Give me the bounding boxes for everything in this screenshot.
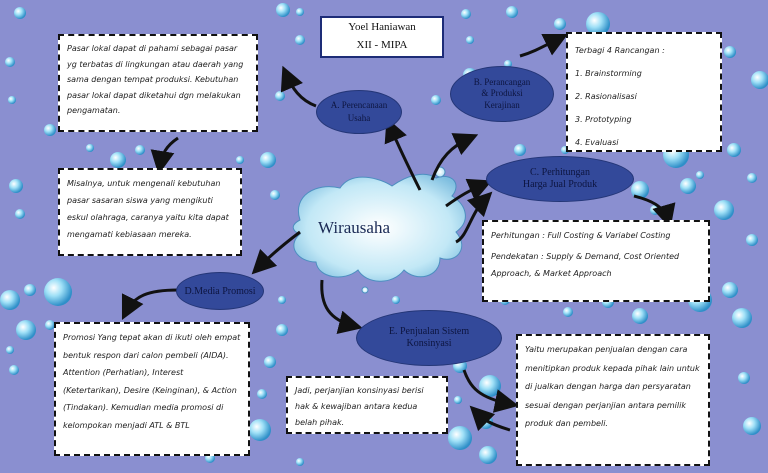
perhitungan-line1: Perhitungan : Full Costing & Variabel Co… [491,231,671,240]
node-e-line1: E. Penjualan Sistem [388,325,470,337]
node-e-line2: Konsinyasi [406,338,452,349]
box-perhitungan: Perhitungan : Full Costing & Variabel Co… [482,220,710,302]
box-misalnya: Misalnya, untuk mengenali kebutuhan pasa… [58,168,242,256]
rancangan-item-3: 3. Prototyping [575,115,632,124]
node-b-line1: B. Perancangan [473,77,531,88]
rancangan-title: Terbagi 4 Rancangan : [575,46,665,55]
box-jadi-text: Jadi, perjanjian konsinyasi berisi hak &… [295,386,424,427]
author-name: Yoel Haniawan [348,21,416,33]
box-promosi-text: Promosi Yang tepat akan di ikuti oleh em… [63,333,241,430]
rancangan-item-4: 4. Evaluasi [575,138,619,147]
node-d-line1: D.Media Promosi [184,285,256,297]
rancangan-item-1: 1. Brainstorming [575,69,642,78]
node-c-line2: Harga Jual Produk [522,179,598,190]
node-media-promosi: D.Media Promosi [176,272,264,310]
box-jadi: Jadi, perjanjian konsinyasi berisi hak &… [286,376,448,434]
author-class: XII - MIPA [356,39,408,51]
author-title-box: Yoel Haniawan XII - MIPA [320,16,444,58]
node-a-line2: Usaha [347,113,371,123]
node-b-line2: & Produksi [481,88,523,99]
box-yaitu-text: Yaitu merupakan penjualan dengan cara me… [525,345,700,428]
box-pasar-lokal: Pasar lokal dapat di pahami sebagai pasa… [58,34,258,132]
box-misalnya-text: Misalnya, untuk mengenali kebutuhan pasa… [67,179,229,239]
box-rancangan: Terbagi 4 Rancangan : 1. Brainstorming 2… [566,32,722,152]
node-c-line1: C. Perhitungan [530,167,590,178]
node-a-line1: A. Perencanaan [330,99,388,110]
node-b-line3: Kerajinan [484,99,520,110]
splash-shape [292,173,466,282]
box-promosi: Promosi Yang tepat akan di ikuti oleh em… [54,322,250,456]
rancangan-item-2: 2. Rasionalisasi [575,92,637,101]
box-yaitu: Yaitu merupakan penjualan dengan cara me… [516,334,710,466]
box-pasar-text: Pasar lokal dapat di pahami sebagai pasa… [67,44,244,115]
center-topic-label: Wirausaha [318,218,391,237]
perhitungan-line2: Pendekatan : Supply & Demand, Cost Orien… [491,252,680,278]
